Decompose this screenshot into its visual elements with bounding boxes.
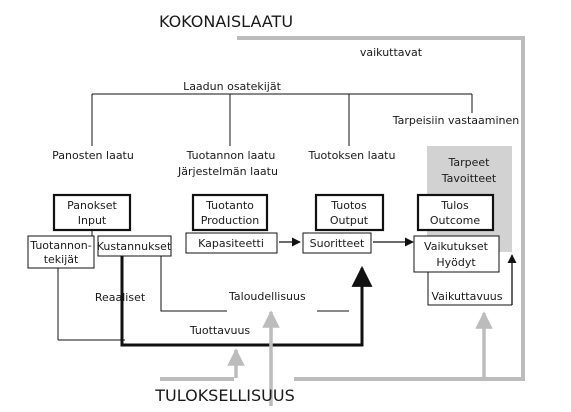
panokset-box: [52, 193, 132, 232]
tuotos-line-2: Output: [330, 214, 369, 227]
tuotannontekijat-line-1: Tuotannon-: [29, 239, 91, 252]
tulos-line-1: Tulos: [440, 199, 469, 212]
label-tuotannon-laatu: Tuotannon laatu: [186, 149, 276, 162]
panokset-line-1: Panokset: [67, 199, 117, 212]
label-tarpeisiin-vastaaminen: Tarpeisiin vastaaminen: [392, 114, 520, 127]
tuotannontekijat-line-2: tekijät: [44, 253, 79, 266]
kapasiteetti-box: [185, 232, 278, 254]
tuotos-line-1: Tuotos: [330, 199, 367, 212]
title-tuloksellisuus: TULOKSELLISUUS: [154, 386, 294, 405]
tuotannontekijat-box: [27, 235, 95, 269]
label-jarjestelman-laatu: Järjestelmän laatu: [177, 165, 278, 178]
tarpeet-line-1: Tarpeet: [448, 156, 491, 169]
label-vaikuttavuus: Vaikuttavuus: [431, 290, 502, 303]
suoritteet-box: [302, 232, 372, 254]
vaikutukset-line-1: Vaikutukset: [424, 240, 489, 253]
vaikuttavuus-bracket: [427, 272, 512, 306]
tuotanto-line-1: Tuotanto: [205, 199, 254, 212]
label-panosten-laatu: Panosten laatu: [52, 149, 134, 162]
label-laadun-osatekijat: Laadun osatekijät: [183, 80, 282, 93]
tuotanto-line-2: Production: [201, 214, 260, 227]
label-reaaliset: Reaaliset: [95, 291, 146, 304]
tuotanto-box: [191, 193, 269, 232]
tulos-box: [416, 193, 495, 232]
tarpeet-line-2: Tavoitteet: [441, 172, 497, 185]
label-taloudellisuus: Taloudellisuus: [228, 290, 306, 303]
panokset-line-2: Input: [78, 214, 107, 227]
tuotos-box: [314, 193, 385, 232]
suoritteet-text: Suoritteet: [310, 237, 365, 250]
label-tuotoksen-laatu: Tuotoksen laatu: [308, 149, 396, 162]
kustannukset-box: [97, 235, 172, 257]
gray-loop-line: [237, 36, 525, 381]
kustannukset-text: Kustannukset: [97, 240, 172, 253]
vaikutukset-line-2: Hyödyt: [436, 256, 476, 269]
label-vaikuttavat: vaikuttavat: [360, 46, 423, 59]
reaaliset-thick-line: [120, 256, 373, 347]
vaikutukset-box: [413, 235, 500, 273]
kapasiteetti-text: Kapasiteetti: [198, 237, 264, 250]
taloudellisuus-bracket: [160, 254, 227, 312]
tulos-line-2: Outcome: [430, 214, 480, 227]
label-tuottavuus: Tuottavuus: [189, 324, 251, 337]
title-kokonaislaatu: KOKONAISLAATU: [159, 12, 293, 31]
